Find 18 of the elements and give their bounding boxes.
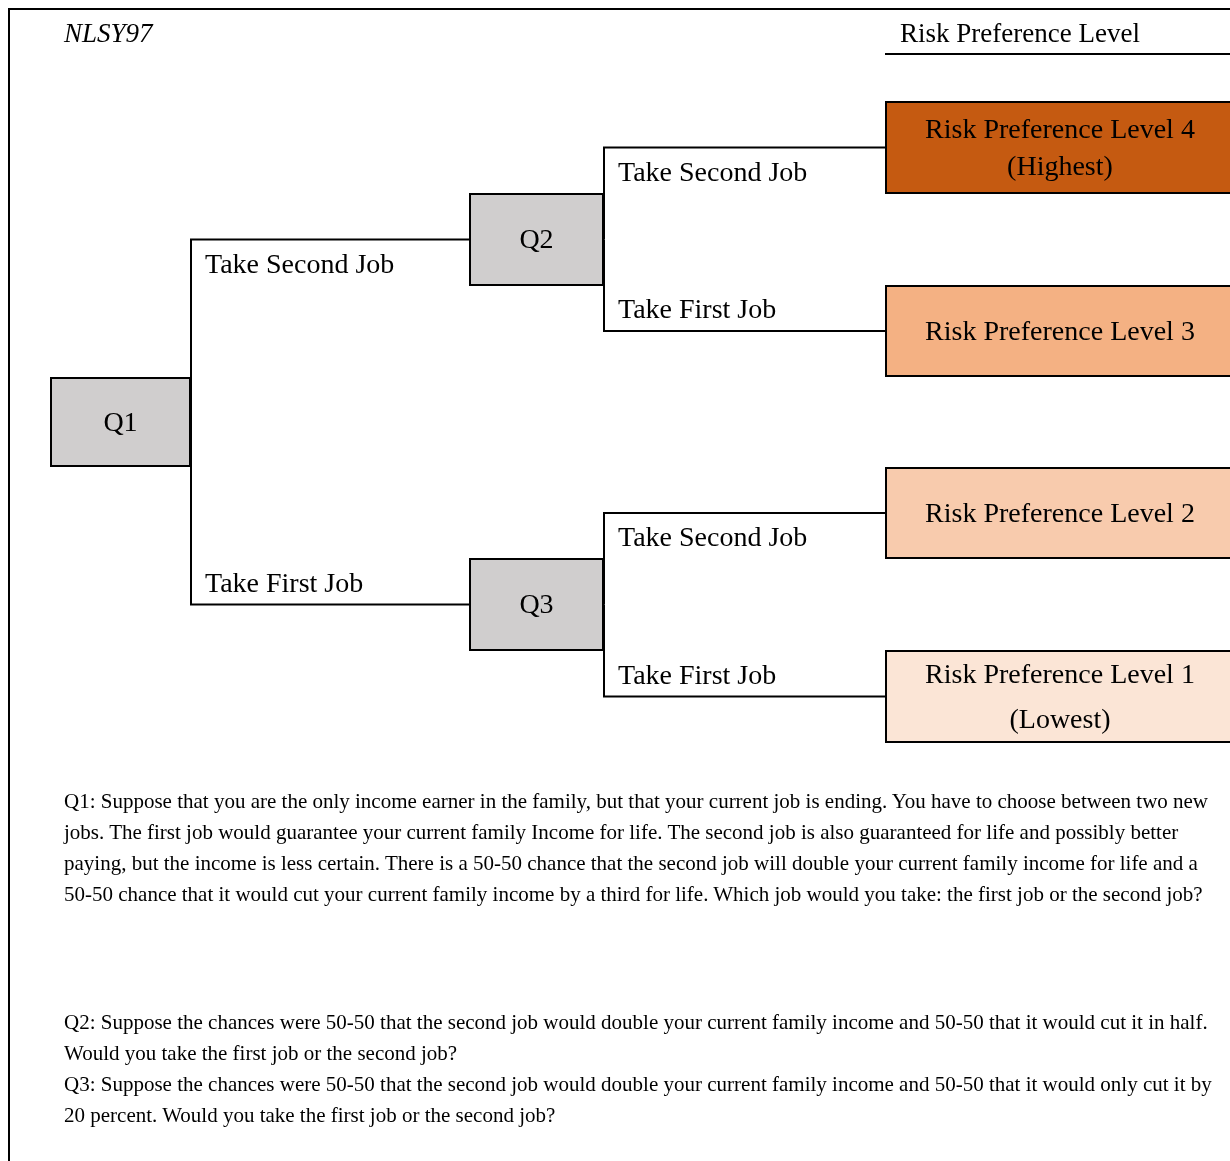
question-text: Q2: Suppose the chances were 50-50 that the second job would double your current family income and 50-50 that it would cut it in half. Would you take the first job or the second job? <box>64 1009 1209 1067</box>
question-box: Q2 <box>469 193 604 286</box>
edge-label: Take Second Job <box>618 156 808 188</box>
level-box: Risk Preference Level 4 (Highest) <box>885 101 1230 194</box>
edge-label: Take Second Job <box>205 248 395 280</box>
level-box: Risk Preference Level 1 (Lowest) <box>885 650 1230 743</box>
question-text: Q1: Suppose that you are the only income earner in the family, but that your current job is ending. You have to choose between two new jobs. The first job would guarantee your current family Income for life. The second job is also guaranteed for life and possibly better paying, but the income is less certain. There is a 50-50 chance that the second job will double your current family income for life and a 50-50 chance that it would cut your current family income by a third for life. Which job would you take: the first job or the second job? <box>64 788 1210 908</box>
edge-label: Take First Job <box>618 293 777 325</box>
title: NLSY97 <box>64 18 153 49</box>
question-box: Q1 <box>50 377 191 467</box>
edge-label: Take First Job <box>205 567 364 599</box>
edge-label: Take First Job <box>618 659 777 691</box>
edge-label: Take Second Job <box>618 521 808 553</box>
question-box: Q3 <box>469 558 604 651</box>
column-heading: Risk Preference Level <box>885 18 1230 55</box>
question-text: Q3: Suppose the chances were 50-50 that the second job would double your current family income and 50-50 that it would only cut it by 20 percent. Would you take the first job or the second job? <box>64 1071 1213 1129</box>
level-box: Risk Preference Level 3 <box>885 285 1230 377</box>
level-box: Risk Preference Level 2 <box>885 467 1230 559</box>
